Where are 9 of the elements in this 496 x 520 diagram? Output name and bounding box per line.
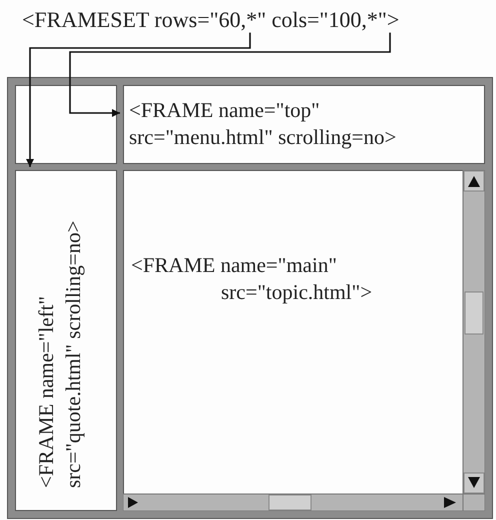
main-frame [120,167,488,514]
frame-tag-text: <FRAME name="main" src="topic.html"> [131,252,374,306]
top-frame [120,82,488,167]
arrow [69,32,391,117]
frame-tag-text: <FRAME name="top" src="menu.html" scrolling=no> [129,97,398,152]
frameset-tag: <FRAMESET rows="60,*" cols="100,*"> [22,6,400,35]
arrow [26,32,251,167]
left-frame [12,167,120,514]
frame-tag-text: <FRAME name="left" src="quote.html" scrolling=no> [33,220,86,488]
